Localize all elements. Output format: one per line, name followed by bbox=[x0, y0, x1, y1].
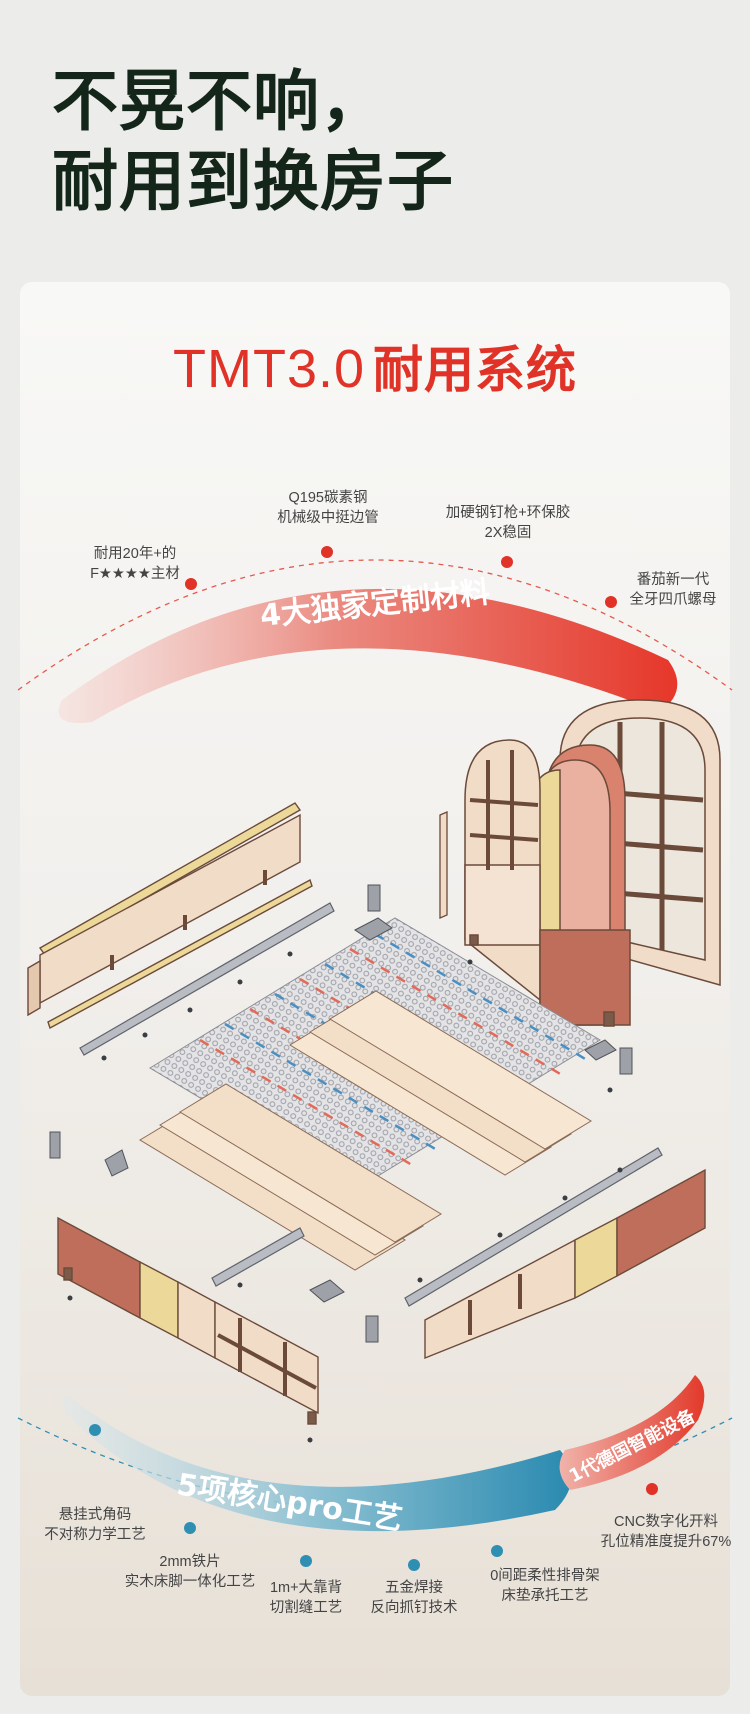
wooden-slats bbox=[139, 990, 592, 1271]
material-label-4: 番茄新一代 全牙四爪螺母 bbox=[629, 572, 717, 608]
left-steel-tube bbox=[79, 902, 335, 1056]
headline-line-2: 耐用到换房子 bbox=[52, 143, 454, 220]
crafts-arc-label: 5项核心pro工艺 bbox=[174, 1467, 404, 1537]
crafts-arc-band bbox=[61, 1395, 572, 1532]
right-steel-tube bbox=[404, 1147, 663, 1307]
footboard bbox=[57, 1216, 319, 1425]
system-title-latin: TMT3.0 bbox=[172, 339, 366, 399]
side-board bbox=[439, 811, 448, 919]
craft-label-1: 悬挂式角码 不对称力学工艺 bbox=[44, 1507, 146, 1543]
headline: 不晃不响， 耐用到换房子 bbox=[52, 62, 454, 222]
material-label-3: 加硬钢钉枪+环保胶 2X稳固 bbox=[445, 505, 571, 541]
right-side-rail bbox=[424, 1168, 706, 1360]
craft-label-4: 五金焊接 反向抓钉技术 bbox=[370, 1580, 458, 1616]
system-title-cn: 耐用系统 bbox=[373, 341, 578, 399]
material-label-1: 耐用20年+的 F★★★★主材 bbox=[90, 546, 180, 582]
craft-label-3: 1m+大靠背 切割缝工艺 bbox=[269, 1580, 343, 1616]
material-dots bbox=[185, 546, 617, 608]
craft-label-5: 0间距柔性排骨架 床垫承托工艺 bbox=[490, 1568, 600, 1604]
headline-line-1: 不晃不响， bbox=[52, 63, 387, 140]
craft-label-2: 2mm铁片 实木床脚一体化工艺 bbox=[124, 1554, 256, 1590]
material-label-2: Q195碳素钢 机械级中挺边管 bbox=[277, 490, 379, 526]
crafts-badge bbox=[559, 1375, 705, 1490]
craft-dots bbox=[89, 1424, 658, 1571]
craft-label-6: CNC数字化开料 孔位精准度提升67% bbox=[600, 1514, 732, 1550]
materials-dashed-arc bbox=[17, 559, 733, 691]
left-side-rail bbox=[27, 802, 313, 1030]
materials-arc-band bbox=[58, 588, 678, 724]
screws bbox=[67, 951, 623, 1443]
center-steel-tube bbox=[211, 1227, 305, 1287]
headboard bbox=[464, 699, 721, 1027]
hardware-brackets bbox=[49, 884, 633, 1343]
